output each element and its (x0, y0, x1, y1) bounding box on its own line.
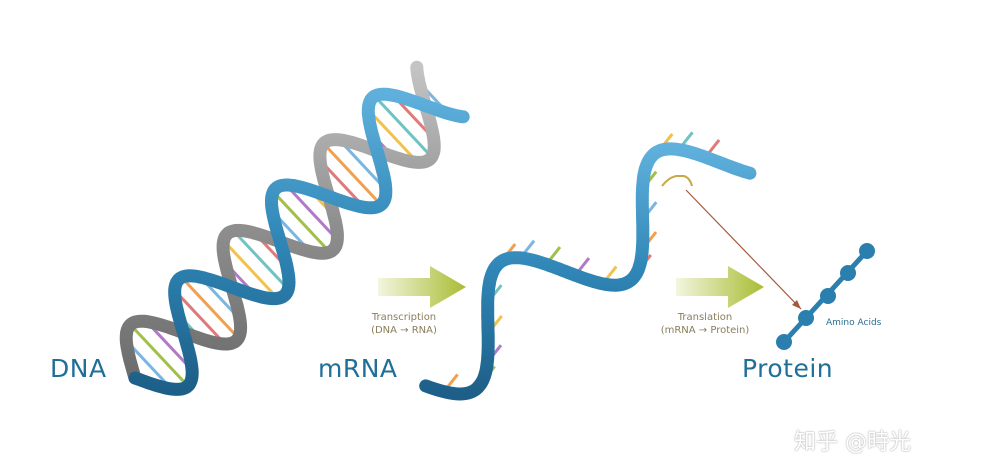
mrna-label: mRNA (318, 354, 398, 383)
translation-title: Translation (677, 312, 733, 323)
protein-label: Protein (742, 354, 834, 383)
translation-sub: (mRNA → Protein) (660, 325, 750, 336)
dna-base-pair (129, 323, 189, 388)
translation-arrow-icon (676, 266, 764, 308)
transcription-title: Transcription (371, 312, 437, 323)
transcription-arrow-icon (378, 266, 466, 308)
dna-base-pair (322, 142, 383, 206)
dna-base-pair (367, 108, 419, 164)
dna-base-pair (232, 229, 290, 291)
dna-label: DNA (50, 354, 107, 383)
transcription-sub: (DNA → RNA) (371, 325, 437, 336)
amino-acids-label: Amino Acids (826, 318, 882, 328)
pointer-line (685, 189, 802, 310)
dna-strand-blue (128, 87, 470, 396)
dna-base-pair (338, 138, 387, 191)
mrna-strand (419, 142, 757, 401)
dna-base-pair (173, 289, 227, 346)
watermark: 知乎 @時光 (794, 430, 911, 455)
codon-bracket (661, 175, 693, 187)
transcription-caption: Transcription (DNA → RNA) (350, 311, 458, 337)
dna-base-pairs (125, 81, 450, 391)
dna-base-pair (284, 183, 339, 241)
pointer-arrowhead (792, 300, 801, 309)
translation-caption: Translation (mRNA → Protein) (640, 311, 770, 337)
dna-base-pair (222, 239, 279, 300)
dna-base-pair (272, 190, 331, 253)
amino-acid-chain-icon (776, 243, 875, 350)
dna-base-pair (373, 95, 433, 158)
dna-base-pair (180, 276, 240, 339)
